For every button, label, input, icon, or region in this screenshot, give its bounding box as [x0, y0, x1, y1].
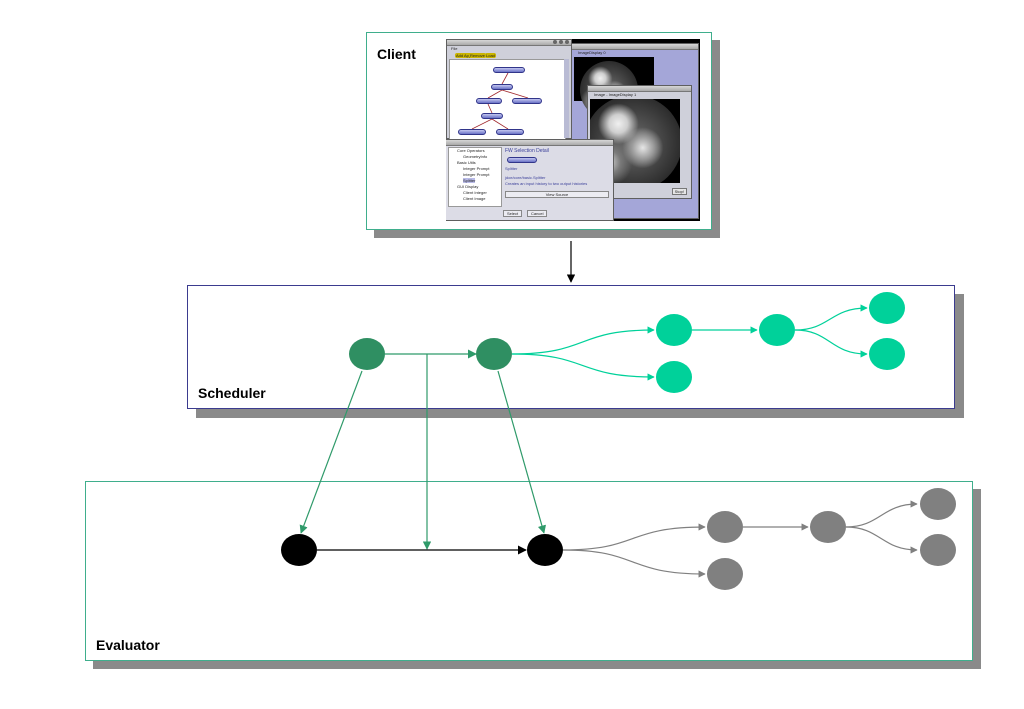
evaluator-edge-e5-e7: [845, 526, 918, 554]
tree-item[interactable]: Integer Prompt: [463, 166, 490, 171]
evaluator-node-pending-6: [920, 488, 956, 520]
stop-button[interactable]: Stop!: [671, 188, 687, 195]
editor-node-image-reader[interactable]: [493, 67, 525, 73]
control-arrow-s2-e2: [497, 370, 546, 534]
editor-node-splitter[interactable]: [491, 84, 513, 90]
detail-description: Creates an input history to two output h…: [505, 181, 588, 186]
scheduler-edge-s5-s6: [794, 304, 868, 331]
close-icon[interactable]: [565, 40, 569, 44]
scheduler-node-done-2: [476, 338, 512, 370]
tree-item[interactable]: Client Image: [463, 196, 486, 201]
evaluator-node-pending-5: [810, 511, 846, 543]
image-display-front-title: Image - ImageDisplay 1: [594, 92, 637, 97]
scheduler-node-pending-3: [656, 314, 692, 346]
editor-node-image-writer[interactable]: [458, 129, 486, 135]
evaluator-node-done-1: [281, 534, 317, 566]
scheduler-node-pending-7: [869, 338, 905, 370]
editor-node-imagedisplay-1[interactable]: [496, 129, 524, 135]
editor-node-threshold[interactable]: [476, 98, 502, 104]
toolbar-add-applet[interactable]: Add Applet: [455, 53, 477, 58]
editor-titlebar: [447, 40, 571, 46]
tree-item[interactable]: Basic Utils: [457, 160, 476, 165]
evaluator-node-done-2: [527, 534, 563, 566]
scheduler-panel: Scheduler: [187, 285, 955, 409]
minimize-icon[interactable]: [553, 40, 557, 44]
scheduler-edge-s5-s7: [794, 329, 868, 358]
editor-node-merge[interactable]: [481, 113, 503, 119]
tree-item-selected[interactable]: Splitter: [463, 178, 476, 183]
scheduler-edge-s2-s4: [511, 353, 655, 381]
evaluator-panel: Evaluator: [85, 481, 973, 661]
evaluator-label: Evaluator: [96, 637, 160, 653]
selection-dialog-titlebar: [446, 140, 613, 146]
tree-item[interactable]: Integer Prompt: [463, 172, 490, 177]
evaluator-node-pending-3: [707, 511, 743, 543]
evaluator-node-pending-4: [707, 558, 743, 590]
control-arrow-s1-e1: [299, 370, 363, 534]
image-display-back-titlebar: [572, 44, 698, 50]
editor-graph-edges: [471, 72, 529, 130]
scheduler-node-done-1: [349, 338, 385, 370]
tree-item[interactable]: Client Integer: [463, 190, 487, 195]
scheduler-node-pending-6: [869, 292, 905, 324]
editor-canvas: [449, 59, 566, 140]
selection-detail: FW Selection Detail Splitter jdoe/core/b…: [503, 147, 611, 205]
image-display-front-titlebar: [588, 86, 691, 92]
evaluator-node-pending-7: [920, 534, 956, 566]
scheduler-edge-s2-s3: [511, 326, 655, 355]
editor-scrollbar[interactable]: [564, 59, 569, 138]
tree-item[interactable]: GUI Display: [457, 184, 479, 189]
maximize-icon[interactable]: [559, 40, 563, 44]
client-screenshot: File Add Applet Remove Load ImageDisp: [446, 39, 700, 221]
detail-path: jdoe/core/basic.Splitter: [505, 175, 546, 180]
scheduler-node-pending-4: [656, 361, 692, 393]
editor-window: File Add Applet Remove Load: [446, 39, 572, 140]
selection-dialog: Core Operators GeometryInfo Basic Utils …: [446, 139, 614, 221]
image-display-back-title: ImageDisplay 0: [578, 50, 606, 55]
scheduler-node-pending-5: [759, 314, 795, 346]
tree-item[interactable]: GeometryInfo: [463, 154, 488, 159]
view-source-button[interactable]: View Source: [505, 191, 609, 198]
evaluator-edge-e2-e4: [562, 549, 706, 578]
selection-tree[interactable]: Core Operators GeometryInfo Basic Utils …: [448, 147, 502, 207]
toolbar-load[interactable]: Load: [485, 53, 496, 58]
scheduler-label: Scheduler: [198, 385, 266, 401]
editor-menu-file[interactable]: File: [451, 46, 458, 51]
select-button[interactable]: Select: [503, 210, 523, 217]
tree-item[interactable]: Core Operators: [457, 148, 485, 153]
detail-title: FW Selection Detail: [505, 148, 549, 154]
detail-node-preview: [507, 157, 537, 163]
evaluator-edge-e2-e3: [562, 523, 706, 551]
detail-name: Splitter: [505, 166, 518, 171]
editor-node-imagedisplay-0[interactable]: [512, 98, 542, 104]
client-label: Client: [377, 46, 416, 62]
cancel-button[interactable]: Cancel: [527, 210, 548, 217]
evaluator-edge-e5-e6: [845, 500, 918, 528]
toolbar-remove[interactable]: Remove: [469, 53, 486, 58]
